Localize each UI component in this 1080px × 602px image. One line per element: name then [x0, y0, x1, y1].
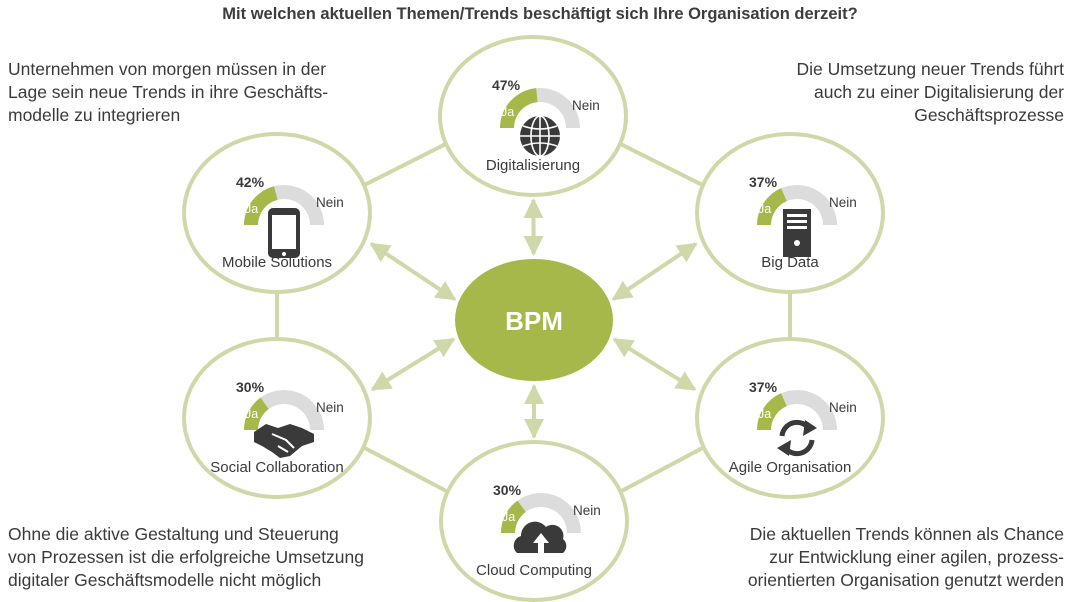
no-label: Nein — [829, 195, 857, 210]
trend-label: Cloud Computing — [476, 562, 592, 579]
yes-label: Ja — [758, 202, 771, 216]
note-line: zur Entwicklung einer agilen, prozess- — [769, 547, 1064, 567]
note-line: Unternehmen von morgen müssen in der — [8, 59, 327, 79]
note-top-left: Unternehmen von morgen müssen in der Lag… — [8, 58, 388, 127]
note-line: Die aktuellen Trends können als Chance — [749, 524, 1064, 544]
node-ring — [695, 337, 885, 499]
center-arrows — [369, 197, 698, 439]
node-ring — [182, 337, 372, 499]
trend-label: Big Data — [761, 254, 819, 271]
note-bottom-right: Die aktuellen Trends können als Chance z… — [684, 523, 1064, 592]
no-label: Nein — [316, 195, 344, 210]
ring-connector — [620, 142, 703, 187]
note-line: von Prozessen ist die erfolgreiche Umset… — [8, 547, 365, 567]
note-line: modelle zu integrieren — [8, 105, 181, 125]
yes-label: Ja — [758, 407, 771, 421]
no-label: Nein — [572, 98, 600, 113]
ring-connector — [620, 446, 704, 493]
double-arrow — [370, 337, 456, 392]
no-label: Nein — [316, 400, 344, 415]
note-line: digitaler Geschäftsmodelle nicht möglich — [8, 570, 322, 590]
trend-label: Mobile Solutions — [222, 254, 332, 271]
double-arrow — [612, 337, 697, 392]
yes-label: Ja — [245, 407, 258, 421]
double-arrow — [611, 242, 698, 301]
gauge-fill — [244, 397, 269, 430]
ring-connector — [363, 445, 448, 494]
percent-label: 30% — [493, 482, 522, 498]
note-line: Geschäftsprozesse — [914, 105, 1064, 125]
gauge-fill — [757, 393, 787, 430]
yes-label: Ja — [501, 105, 514, 119]
double-arrow — [369, 242, 457, 301]
gauge-track — [501, 493, 581, 533]
trend-label: Agile Organisation — [729, 459, 852, 476]
percent-label: 37% — [749, 174, 778, 190]
note-line: Die Umsetzung neuer Trends führt — [796, 59, 1065, 79]
handshake-icon — [254, 424, 314, 458]
note-line: Lage sein neue Trends in ihre Geschäfts- — [8, 82, 329, 102]
gauge-fill — [500, 88, 538, 128]
refresh-icon — [777, 419, 817, 457]
server-icon — [783, 209, 811, 257]
node-ring — [438, 35, 628, 197]
trend-label: Social Collaboration — [210, 459, 343, 476]
ring-connector — [364, 142, 446, 187]
note-line: auch zu einer Digitalisierung der — [814, 82, 1064, 102]
gauge-fill — [244, 186, 278, 225]
percent-label: 42% — [236, 174, 265, 190]
note-top-right: Die Umsetzung neuer Trends führt auch zu… — [724, 58, 1065, 127]
node-ring — [439, 440, 629, 602]
cloud-upload-icon — [513, 521, 567, 553]
page-title: Mit welchen aktuellen Themen/Trends besc… — [222, 5, 858, 23]
yes-label: Ja — [502, 510, 515, 524]
gauge-fill — [757, 188, 787, 225]
note-line: orientierten Organisation genutzt werden — [747, 570, 1064, 590]
globe-icon — [520, 115, 560, 157]
percent-label: 47% — [492, 77, 521, 93]
gauge-track — [244, 390, 324, 430]
note-bottom-left: Ohne die aktive Gestaltung und Steuerung… — [8, 523, 428, 592]
no-label: Nein — [573, 503, 601, 518]
note-line: Ohne die aktive Gestaltung und Steuerung — [8, 524, 339, 544]
center-node: BPM — [455, 259, 613, 381]
percent-label: 30% — [236, 379, 265, 395]
center-ellipse — [455, 259, 613, 381]
trend-label: Digitalisierung — [486, 157, 580, 174]
smartphone-icon — [268, 208, 300, 258]
ring-connectors — [275, 142, 792, 494]
center-label: BPM — [505, 306, 563, 336]
gauge-fill — [501, 500, 526, 533]
percent-label: 37% — [749, 379, 778, 395]
no-label: Nein — [829, 400, 857, 415]
yes-label: Ja — [245, 202, 258, 216]
